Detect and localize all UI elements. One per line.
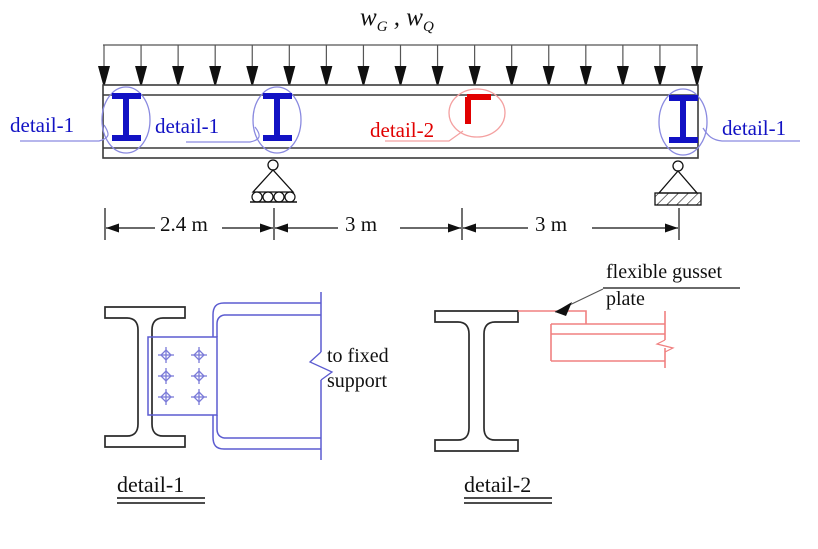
pinned-support — [654, 160, 702, 206]
gusset-leader — [554, 288, 604, 316]
load-arrow-head — [468, 66, 481, 88]
bolt-symbol — [191, 347, 207, 363]
detail-2-note-line2: plate — [606, 288, 645, 310]
beam-elevation — [102, 84, 699, 159]
detail-2-caption[interactable]: detail-2 — [464, 472, 532, 497]
callout-detail-1-right-end — [658, 88, 800, 156]
load-label-wg-sub: G — [376, 19, 388, 35]
load-label-wq-sub: Q — [422, 19, 434, 35]
detail-2-note-line1: flexible gusset — [606, 261, 723, 283]
detail-2-drawing — [434, 287, 740, 504]
load-label: wG , wQ — [360, 4, 434, 35]
dim-label-span-3: 3 m — [535, 212, 568, 236]
distributed-load — [98, 44, 703, 88]
load-arrow-head — [357, 66, 370, 88]
bolt-symbol — [191, 368, 207, 384]
load-arrow-head — [320, 66, 333, 88]
load-label-separator: , — [387, 4, 407, 31]
dim-label-span-1: 2.4 m — [160, 212, 208, 236]
load-arrow-head — [172, 66, 185, 88]
load-label-wg: w — [360, 4, 377, 31]
load-arrow-head — [616, 66, 629, 88]
detail-1-drawing — [104, 292, 334, 504]
dim-label-span-2: 3 m — [345, 212, 378, 236]
callout-detail-1-left-end — [20, 86, 151, 154]
load-arrow-head — [283, 66, 296, 88]
callout-detail-2-mid — [385, 88, 506, 142]
dimension-line — [104, 208, 680, 240]
detail-1-right-end-label[interactable]: detail-1 — [722, 116, 787, 140]
load-arrow-head — [542, 66, 555, 88]
load-arrow-head — [394, 66, 407, 88]
load-label-wq: w — [406, 4, 423, 31]
detail-1-note-line1: to fixed — [327, 345, 389, 367]
detail-1-mid-label[interactable]: detail-1 — [155, 114, 220, 138]
load-arrow-head — [505, 66, 518, 88]
roller-support — [250, 159, 297, 203]
bolt-symbol — [158, 347, 174, 363]
detail-1-note-line2: support — [327, 370, 387, 392]
load-arrow-head — [691, 66, 703, 88]
load-arrow-head — [246, 66, 259, 88]
callout-detail-1-mid — [186, 86, 302, 154]
detail-2-mid-label[interactable]: detail-2 — [370, 118, 435, 142]
load-arrow-head — [135, 66, 148, 88]
load-arrow-head — [209, 66, 222, 88]
bolt-symbol — [158, 389, 174, 405]
load-arrow-head — [579, 66, 592, 88]
load-arrow-head — [98, 66, 110, 88]
bolt-symbol — [158, 368, 174, 384]
detail-1-left-end-label[interactable]: detail-1 — [10, 113, 75, 137]
load-arrow-head — [431, 66, 444, 88]
bolt-symbol — [191, 389, 207, 405]
load-arrow-head — [653, 66, 666, 88]
detail-1-caption[interactable]: detail-1 — [117, 472, 185, 497]
